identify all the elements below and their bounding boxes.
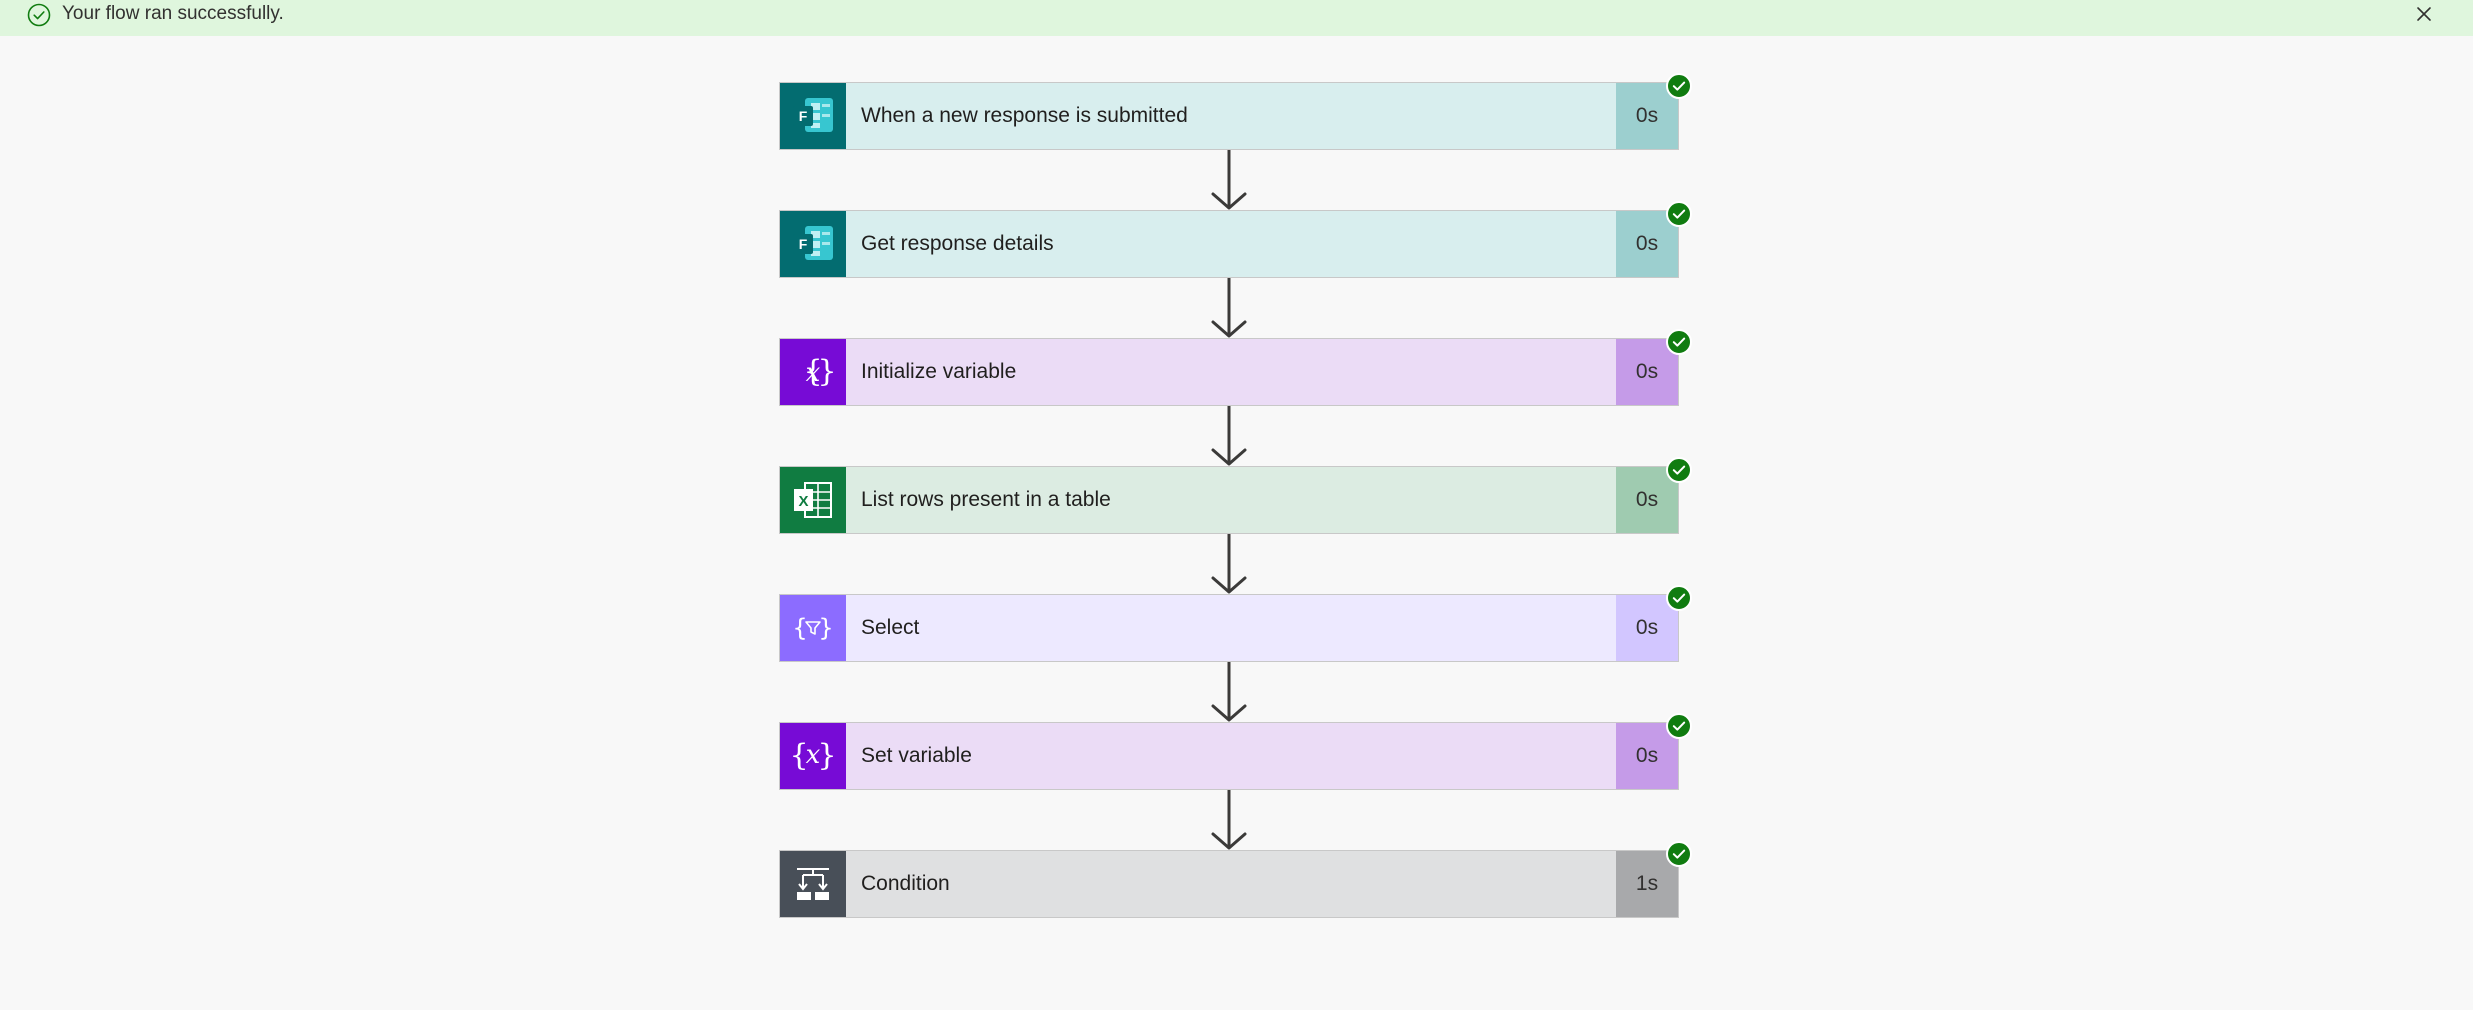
step-duration: 0s	[1616, 467, 1678, 533]
connector-arrow	[779, 406, 1679, 466]
step-card-select[interactable]: { } Select 0s	[779, 585, 1692, 662]
step-duration: 0s	[1616, 83, 1678, 149]
svg-text:}: }	[817, 354, 836, 389]
step-icon-box	[780, 851, 846, 917]
step-icon-box: F	[780, 83, 846, 149]
connector-arrow	[779, 662, 1679, 722]
select-data-operation-icon: { }	[793, 614, 833, 642]
flow-run-canvas: F When a new response is submitted 0s F	[779, 73, 1692, 918]
svg-text:{: {	[803, 354, 822, 389]
arrow-down-icon	[1211, 150, 1247, 210]
success-check-circle-icon	[27, 3, 51, 27]
arrow-down-icon	[1211, 790, 1247, 850]
condition-icon	[797, 868, 829, 900]
step-card-set-variable[interactable]: { x } Set variable 0s	[779, 713, 1692, 790]
svg-text:}: }	[818, 614, 833, 642]
step-card-condition[interactable]: Condition 1s	[779, 841, 1692, 918]
success-check-icon	[1666, 841, 1692, 867]
connector-arrow	[779, 278, 1679, 338]
step-duration: 0s	[1616, 595, 1678, 661]
success-check-icon	[1666, 457, 1692, 483]
step-title: Set variable	[846, 723, 1616, 789]
step-duration: 0s	[1616, 339, 1678, 405]
svg-text:x: x	[806, 740, 821, 770]
step-title: List rows present in a table	[846, 467, 1616, 533]
connector-arrow	[779, 150, 1679, 210]
step-title: Select	[846, 595, 1616, 661]
microsoft-forms-icon: F	[793, 98, 833, 132]
step-title: Get response details	[846, 211, 1616, 277]
step-card-initialize-variable[interactable]: { x } Initialize variable 0s	[779, 329, 1692, 406]
svg-text:X: X	[798, 493, 808, 510]
step-icon-box: { }	[780, 595, 846, 661]
step-duration: 0s	[1616, 211, 1678, 277]
success-banner: Your flow ran successfully.	[0, 0, 2473, 36]
step-card-list-rows[interactable]: X List rows present in a table 0s	[779, 457, 1692, 534]
success-check-icon	[1666, 329, 1692, 355]
step-duration: 1s	[1616, 851, 1678, 917]
microsoft-forms-icon: F	[793, 226, 833, 260]
connector-arrow	[779, 534, 1679, 594]
arrow-down-icon	[1211, 406, 1247, 466]
success-check-icon	[1666, 585, 1692, 611]
excel-icon: X	[794, 482, 832, 518]
connector-arrow	[779, 790, 1679, 850]
arrow-down-icon	[1211, 278, 1247, 338]
step-icon-box: { x }	[780, 723, 846, 789]
step-icon-box: F	[780, 211, 846, 277]
step-title: Condition	[846, 851, 1616, 917]
step-title: Initialize variable	[846, 339, 1616, 405]
arrow-down-icon	[1211, 534, 1247, 594]
svg-text:{: {	[789, 738, 808, 773]
step-icon-box: X	[780, 467, 846, 533]
success-check-icon	[1666, 713, 1692, 739]
svg-text:}: }	[817, 738, 836, 773]
svg-text:{: {	[793, 614, 808, 642]
banner-message: Your flow ran successfully.	[62, 3, 284, 24]
step-duration: 0s	[1616, 723, 1678, 789]
svg-text:F: F	[799, 108, 808, 124]
variable-icon: { x }	[803, 354, 836, 389]
step-card-forms-trigger[interactable]: F When a new response is submitted 0s	[779, 73, 1692, 150]
step-card-get-response-details[interactable]: F Get response details 0s	[779, 201, 1692, 278]
svg-text:x: x	[806, 358, 821, 388]
success-check-icon	[1666, 73, 1692, 99]
step-title: When a new response is submitted	[846, 83, 1616, 149]
arrow-down-icon	[1211, 662, 1247, 722]
svg-text:F: F	[799, 236, 808, 252]
variable-icon: { x }	[789, 738, 836, 773]
success-check-icon	[1666, 201, 1692, 227]
step-icon-box: { x }	[780, 339, 846, 405]
close-icon[interactable]	[2411, 1, 2437, 27]
